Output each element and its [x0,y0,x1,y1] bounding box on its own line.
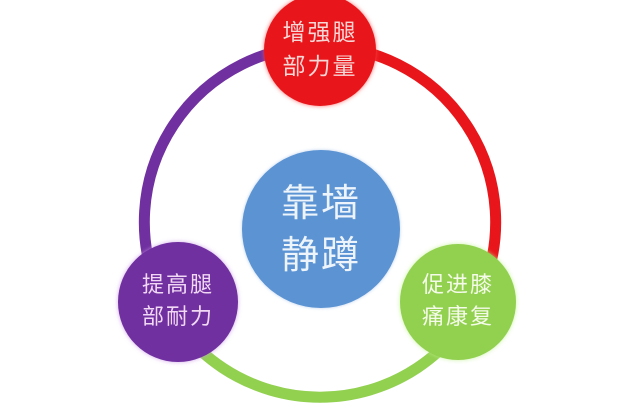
node-label-line: 痛康复 [421,305,494,330]
node-improve-leg-endurance: 提高腿 部耐力 [118,242,238,362]
node-label-line: 部力量 [282,54,358,80]
node-label-line: 促进膝 [421,273,494,298]
node-label-line: 增强腿 [282,20,358,46]
center-label-line: 静蹲 [280,233,361,277]
center-label-line: 靠墙 [280,181,361,225]
node-promote-knee-recovery: 促进膝 痛康复 [400,244,516,360]
center-node-wall-sit: 靠墙 静蹲 [242,150,400,308]
node-label-line: 提高腿 [141,273,214,298]
node-label-line: 部耐力 [141,305,214,330]
node-increase-leg-strength: 增强腿 部力量 [264,0,376,106]
